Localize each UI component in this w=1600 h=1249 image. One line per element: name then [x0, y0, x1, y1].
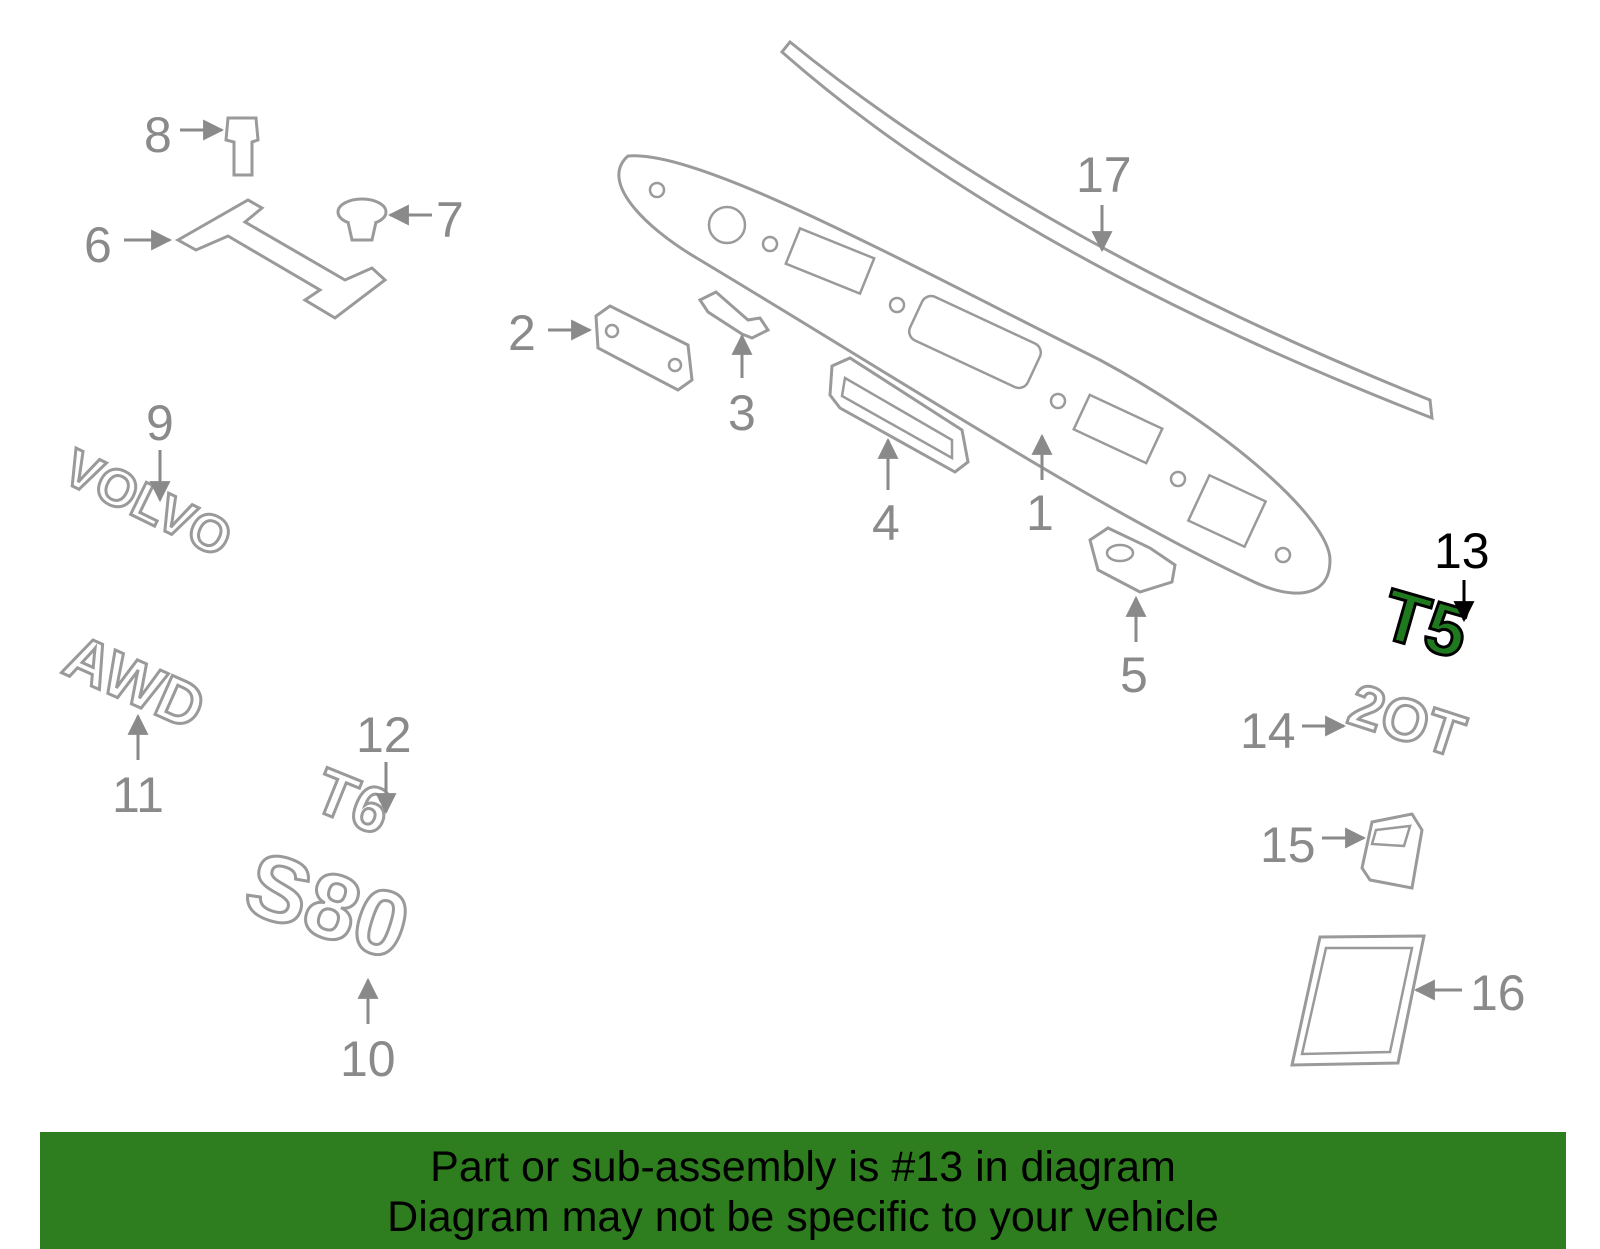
- badge-t5-highlighted: T5: [1374, 574, 1477, 674]
- callout-9: 9: [146, 395, 174, 451]
- callout-5: 5: [1120, 647, 1148, 703]
- banner-line-1: Part or sub-assembly is #13 in diagram: [430, 1143, 1176, 1191]
- callout-15: 15: [1260, 817, 1316, 873]
- callout-10: 10: [340, 1031, 396, 1087]
- part-8-bolt: [224, 116, 260, 177]
- callout-4: 4: [872, 495, 900, 551]
- callout-2: 2: [508, 305, 536, 361]
- callout-16: 16: [1470, 965, 1526, 1021]
- badge-awd: AWD: [54, 622, 214, 744]
- part-15-emblem: [1360, 812, 1424, 890]
- badge-20t: 2OT: [1341, 671, 1473, 771]
- part-2-plate: [594, 304, 694, 392]
- callout-11: 11: [112, 767, 164, 823]
- badge-s80: S80: [234, 832, 421, 980]
- part-3-pin: [697, 290, 771, 340]
- callout-13: 13: [1434, 523, 1490, 579]
- callout-12: 12: [356, 707, 412, 763]
- callout-7: 7: [436, 192, 464, 248]
- badge-volvo: VOLVO: [55, 439, 241, 569]
- callout-3: 3: [728, 385, 756, 441]
- part-1-trim-panel: [617, 154, 1332, 595]
- callout-17: 17: [1076, 147, 1132, 203]
- banner-line-2: Diagram may not be specific to your vehi…: [387, 1193, 1219, 1241]
- callout-8: 8: [144, 107, 172, 163]
- part-4-handle: [828, 356, 970, 474]
- callout-6: 6: [84, 217, 112, 273]
- callout-1: 1: [1026, 485, 1054, 541]
- part-5-bracket: [1088, 526, 1177, 594]
- callout-14: 14: [1240, 703, 1296, 759]
- info-banner: Part or sub-assembly is #13 in diagram D…: [40, 1132, 1566, 1249]
- part-16-decal: [1290, 934, 1426, 1067]
- part-7-clip: [336, 197, 388, 242]
- part-17-spoiler: [779, 39, 1434, 421]
- part-6-bracket: [174, 198, 388, 320]
